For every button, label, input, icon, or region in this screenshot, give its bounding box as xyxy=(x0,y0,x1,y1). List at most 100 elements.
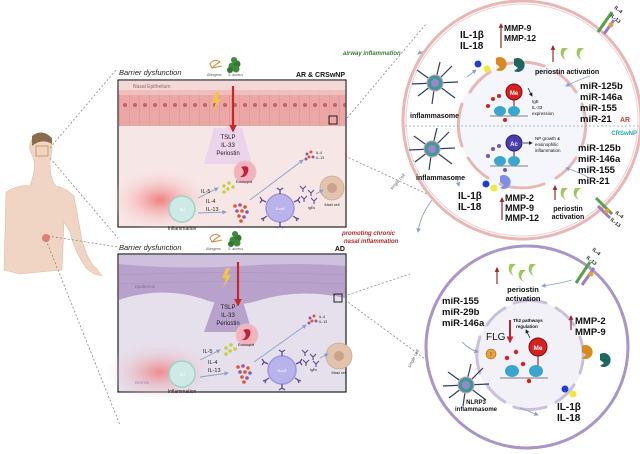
promoting-line1: promoting chronic xyxy=(341,231,396,237)
ar-receptor-il4: IL-4 xyxy=(613,5,624,15)
ad-mir-155: miR-155 xyxy=(442,296,480,307)
connector-lines xyxy=(45,23,441,426)
epidermis-label: Epidermis xyxy=(135,284,156,289)
bottom-il5-label: IL-5 xyxy=(203,349,212,355)
top-iges-label: IgEs xyxy=(308,206,315,210)
crs-il18: IL-18 xyxy=(458,202,482,213)
crs-il1b: IL-1β xyxy=(458,191,482,202)
ar-mir-21: miR-21 xyxy=(580,114,612,125)
single-cell-label-bottom: single cell xyxy=(406,348,420,369)
bottom-cell: ! xyxy=(424,244,630,450)
bottom-th2-label: Th2 xyxy=(179,373,185,377)
ad-mir-29b: miR-29b xyxy=(442,307,480,318)
crs-inflammasome-label: inflammasome xyxy=(416,175,465,182)
top-eosinophil-label: Eosinophil xyxy=(236,180,252,184)
bottom-small-il4: IL-4 xyxy=(319,315,325,319)
mmp2-enzyme xyxy=(500,175,511,189)
ad-nlrp3-label: NLRP3 xyxy=(466,400,486,406)
il4-il13-receptor-top xyxy=(596,11,616,35)
crs-ac-label: Ac xyxy=(510,142,518,148)
top-bcell-label: B-cell xyxy=(276,207,285,211)
top-th2-label: Th2 xyxy=(179,208,185,212)
bottom-ige-antibodies xyxy=(301,349,320,367)
il4-il13-receptor-crs xyxy=(594,196,614,220)
il5-particles xyxy=(222,181,235,194)
ad-th2-reg-1: Th2 pathways xyxy=(513,318,543,323)
bottom-mediator-tslp: TSLP xyxy=(220,305,235,311)
bottom-zoom-box xyxy=(333,293,343,303)
bottom-small-il13: IL-13 xyxy=(319,320,327,324)
promoting-line2: nasal inflammation xyxy=(344,239,399,245)
bottom-allergens-label: Allergens xyxy=(206,247,221,251)
top-allergens-label: Allergens xyxy=(207,73,222,77)
zoom-box xyxy=(328,115,338,125)
crs-mmp9: MMP-9 xyxy=(505,203,534,213)
top-mediator-tslp: TSLP xyxy=(220,135,235,141)
ad-receptor-il4: IL-4 xyxy=(591,247,602,257)
periostin-icon xyxy=(560,48,568,60)
ar-mir-125b: miR-125b xyxy=(580,81,623,92)
bottom-bcell-label: B-cell xyxy=(278,369,287,373)
ad-me-label: Me xyxy=(533,345,542,352)
ad-mir-146a: miR-146a xyxy=(442,318,485,329)
ar-inflammasome-label: inflammasome xyxy=(410,113,459,120)
bottom-il13-label: IL-13 xyxy=(208,368,221,374)
ar-il1b: IL-1β xyxy=(460,30,484,41)
nasal-epithelium-label: Nasal Epithelium xyxy=(133,84,171,90)
ar-mir-155: miR-155 xyxy=(580,103,618,114)
ad-mmp2: MMP-2 xyxy=(575,316,606,327)
bottom-il4-label: IL-4 xyxy=(208,360,217,366)
crs-np-text-3: inflammation xyxy=(535,148,561,153)
bottom-eosinophil-label: Eosinophil xyxy=(238,343,254,347)
bottom-saureus-icon xyxy=(228,231,242,247)
ad-inflammasome-label: inflammasome xyxy=(455,407,498,413)
nucleosome xyxy=(494,106,506,116)
ar-me-label: Me xyxy=(510,91,519,97)
ad-il1b: IL-1β xyxy=(557,402,581,413)
mmp12-enzyme xyxy=(514,58,525,73)
ar-expression-1: IgE xyxy=(532,99,539,104)
top-barrier-title: Barrier dysfunction xyxy=(119,68,182,77)
ar-periostin-activation: periostin activation xyxy=(535,69,599,76)
top-cell xyxy=(401,0,640,241)
crs-mir-146a: miR-146a xyxy=(578,154,621,165)
bottom-disease-label: AD xyxy=(335,246,345,253)
saureus-icon xyxy=(227,57,241,73)
mmp9-enzyme xyxy=(496,57,507,71)
ad-il18: IL-18 xyxy=(557,413,581,424)
th2-cell xyxy=(168,195,196,223)
bottom-lightning-icon xyxy=(222,268,231,288)
bottom-barrier-title: Barrier dysfunction xyxy=(119,243,182,252)
crs-mmp2: MMP-2 xyxy=(505,193,534,203)
top-small-il13: IL-13 xyxy=(316,156,324,160)
ar-mmp12: MMP-12 xyxy=(504,33,536,43)
top-mediator-il33: IL-33 xyxy=(221,143,235,149)
top-il13-label: IL-13 xyxy=(206,207,219,213)
il1b-particle xyxy=(474,60,482,68)
bottom-mediator-periostin: Periostin xyxy=(216,321,239,327)
dermis-label: Dermis xyxy=(135,380,150,385)
crswnp-tag: CRSwNP xyxy=(611,131,637,137)
flg-protein-glyph: ! xyxy=(490,352,492,358)
single-cell-label-top: single cell xyxy=(389,172,407,191)
top-inflammation-label: Inflammation xyxy=(168,226,197,232)
top-disease-label: AR & CRSwNP xyxy=(296,72,345,79)
inflammasome-icon-ar xyxy=(411,61,459,105)
flg-protein-icon xyxy=(485,348,497,360)
crs-periostin-1: periostin xyxy=(553,206,583,213)
ige-antibodies xyxy=(299,185,318,204)
ad-flg-label: FLG xyxy=(486,332,506,343)
ad-mmp9: MMP-9 xyxy=(575,327,606,338)
top-mediator-periostin: Periostin xyxy=(216,151,239,157)
crs-np-text-1: NP growth & xyxy=(535,136,560,141)
ar-mmp9: MMP-9 xyxy=(504,23,532,33)
airway-inflammation-label: airway inflammation xyxy=(343,51,401,57)
bottom-tissue-panel xyxy=(105,253,353,402)
human-figure xyxy=(3,132,103,277)
ar-tag: AR xyxy=(620,117,630,124)
bottom-th2-cell xyxy=(168,360,196,388)
crs-np-text-2: eosinophilic xyxy=(535,142,559,147)
il4-il13-particles xyxy=(304,150,315,161)
allergens-icon xyxy=(209,59,223,69)
